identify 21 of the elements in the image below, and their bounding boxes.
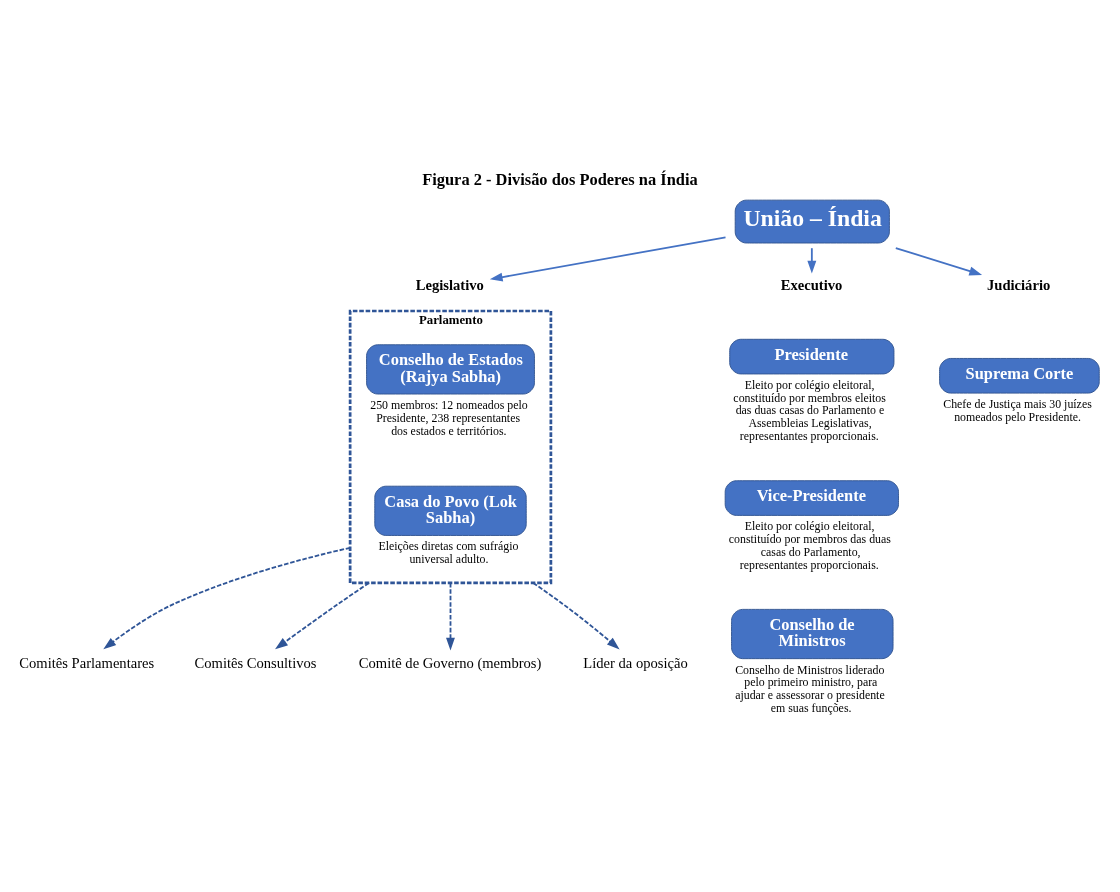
- node-label: Eleições diretas com sufrágio universal adulto.: [378, 538, 519, 566]
- arrow: [103, 546, 352, 649]
- arrow: [489, 236, 727, 282]
- node-text: Judiciário: [987, 276, 1051, 293]
- node-text: Comitês Parlamentares: [19, 654, 155, 671]
- diagram-title: Figura 2 - Divisão dos Poderes na Índia: [422, 169, 698, 189]
- arrow: [446, 581, 455, 650]
- arrow: [275, 581, 370, 649]
- node-label: Eleito por colégio eleitoral, constituído por membros eleitos das duas casas do Parlamento e Assembleias Legislativas, representantes proporcionais.: [733, 377, 886, 443]
- arrow: [894, 246, 983, 275]
- node-label: 250 membros: 12 nomeados pelo Presidente, 238 representantes dos estados e territórios.: [370, 397, 528, 438]
- node-text: Legislativo: [415, 276, 484, 293]
- node-text: Líder da oposição: [583, 654, 688, 671]
- node-label: Conselho de Ministros liderado pelo primeiro ministro, para ajudar e assessorar o presidente em suas funções.: [735, 662, 885, 715]
- arrow: [807, 246, 817, 273]
- node-label: Chefe de Justiça mais 30 juízes nomeados pelo Presidente.: [943, 396, 1092, 424]
- arrow: [532, 581, 620, 649]
- node-text: Comitês Consultivos: [194, 654, 317, 671]
- node-text: Comitê de Governo (membros): [358, 654, 542, 671]
- node-label: Eleito por colégio eleitoral, constituído por membros das duas casas do Parlamento, representantes proporcionais.: [728, 518, 891, 572]
- node-text: Executivo: [780, 276, 843, 293]
